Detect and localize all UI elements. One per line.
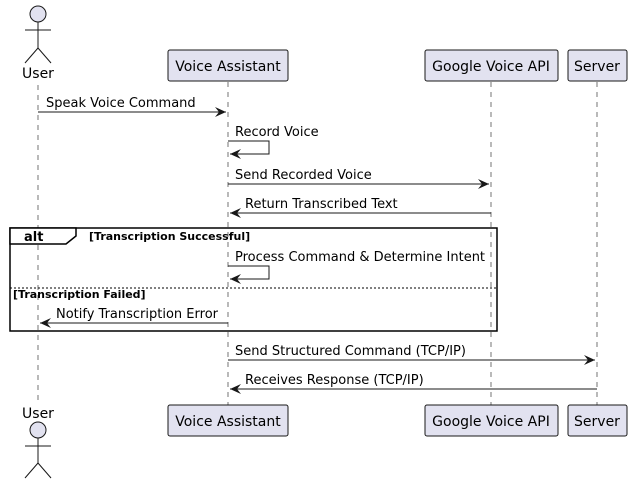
message-label-process-command: Process Command & Determine Intent xyxy=(235,250,485,265)
message-label-receives-response: Receives Response (TCP/IP) xyxy=(245,373,424,388)
participant-box-server-top xyxy=(567,49,628,82)
message-arrow-record-voice xyxy=(228,140,270,159)
actor-head-icon xyxy=(29,5,47,23)
message-label-send-recorded-voice: Send Recorded Voice xyxy=(235,168,372,183)
participant-user-label-top: User xyxy=(22,66,54,82)
participant-google-voice-api-label-bottom: Google Voice API xyxy=(432,414,550,430)
participant-box-google-voice-api-bottom xyxy=(424,404,559,437)
message-arrow-process-command xyxy=(228,265,270,284)
alt-keyword: alt xyxy=(24,230,43,245)
participant-voice-assistant-label-bottom: Voice Assistant xyxy=(175,414,281,430)
actor-user-top xyxy=(24,5,52,64)
participant-voice-assistant-label-top: Voice Assistant xyxy=(175,59,281,75)
message-label-notify-transcription-error: Notify Transcription Error xyxy=(56,307,219,322)
participant-server-label-bottom: Server xyxy=(574,414,620,430)
message-label-speak-voice-command: Speak Voice Command xyxy=(46,96,196,111)
participant-box-google-voice-api-top xyxy=(424,49,559,82)
message-label-return-transcribed-text: Return Transcribed Text xyxy=(245,197,398,212)
participant-google-voice-api-label-top: Google Voice API xyxy=(432,59,550,75)
participant-box-voice-assistant-bottom xyxy=(167,404,289,437)
lifelines xyxy=(37,82,598,405)
alt-guard-failed: [Transcription Failed] xyxy=(13,288,146,301)
message-label-record-voice: Record Voice xyxy=(235,125,319,140)
alt-fragment: alt [Transcription Successful] [Transcri… xyxy=(9,227,498,332)
alt-fragment-tab xyxy=(9,227,77,245)
actor-user-bottom xyxy=(24,421,52,479)
actor-head-icon xyxy=(29,421,47,439)
alt-guard-successful: [Transcription Successful] xyxy=(89,230,250,243)
alt-fragment-frame xyxy=(9,227,498,332)
participant-user-label-bottom: User xyxy=(22,406,54,422)
participant-box-voice-assistant-top xyxy=(167,49,289,82)
participant-server-label-top: Server xyxy=(574,59,620,75)
message-label-send-structured-command: Send Structured Command (TCP/IP) xyxy=(235,344,466,359)
participant-box-server-bottom xyxy=(567,404,628,437)
